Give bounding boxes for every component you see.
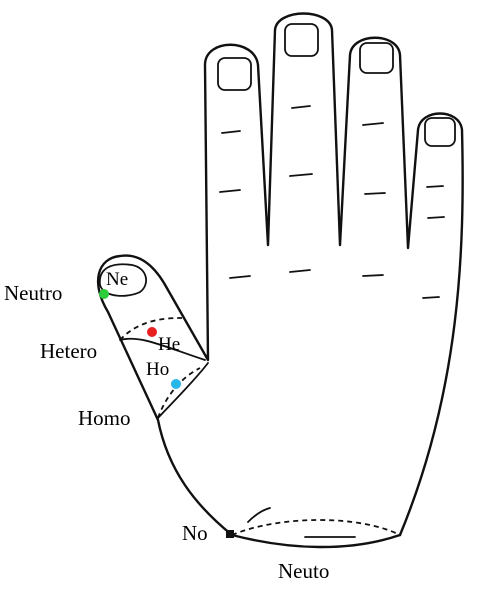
hetero-boundary-solid — [119, 337, 206, 361]
ring-nail — [359, 42, 394, 74]
little-nail — [424, 117, 456, 147]
ho-label: Ho — [146, 359, 169, 380]
hetero-label: Hetero — [40, 339, 97, 363]
homo-label: Homo — [78, 406, 131, 430]
wrist-dashed-arc — [231, 519, 401, 536]
middle-nail — [284, 23, 319, 57]
homo-boundary-solid — [157, 362, 209, 419]
homo-dot — [171, 379, 181, 389]
no-dot — [226, 530, 234, 538]
ne-label: Ne — [106, 269, 128, 290]
palm-base-stroke — [247, 507, 271, 523]
neuto-label: Neuto — [278, 559, 329, 583]
hetero-boundary-dashed — [119, 317, 183, 341]
neutro-dot — [99, 289, 109, 299]
hand-outline — [96, 12, 464, 537]
finger-creases — [219, 105, 445, 299]
wrist-line — [230, 533, 402, 549]
thumb-nail — [99, 263, 147, 297]
no-label: No — [182, 521, 208, 545]
hetero-dot — [147, 327, 157, 337]
neutro-label: Neutro — [4, 281, 62, 305]
index-nail — [217, 57, 252, 91]
he-label: He — [158, 334, 180, 355]
